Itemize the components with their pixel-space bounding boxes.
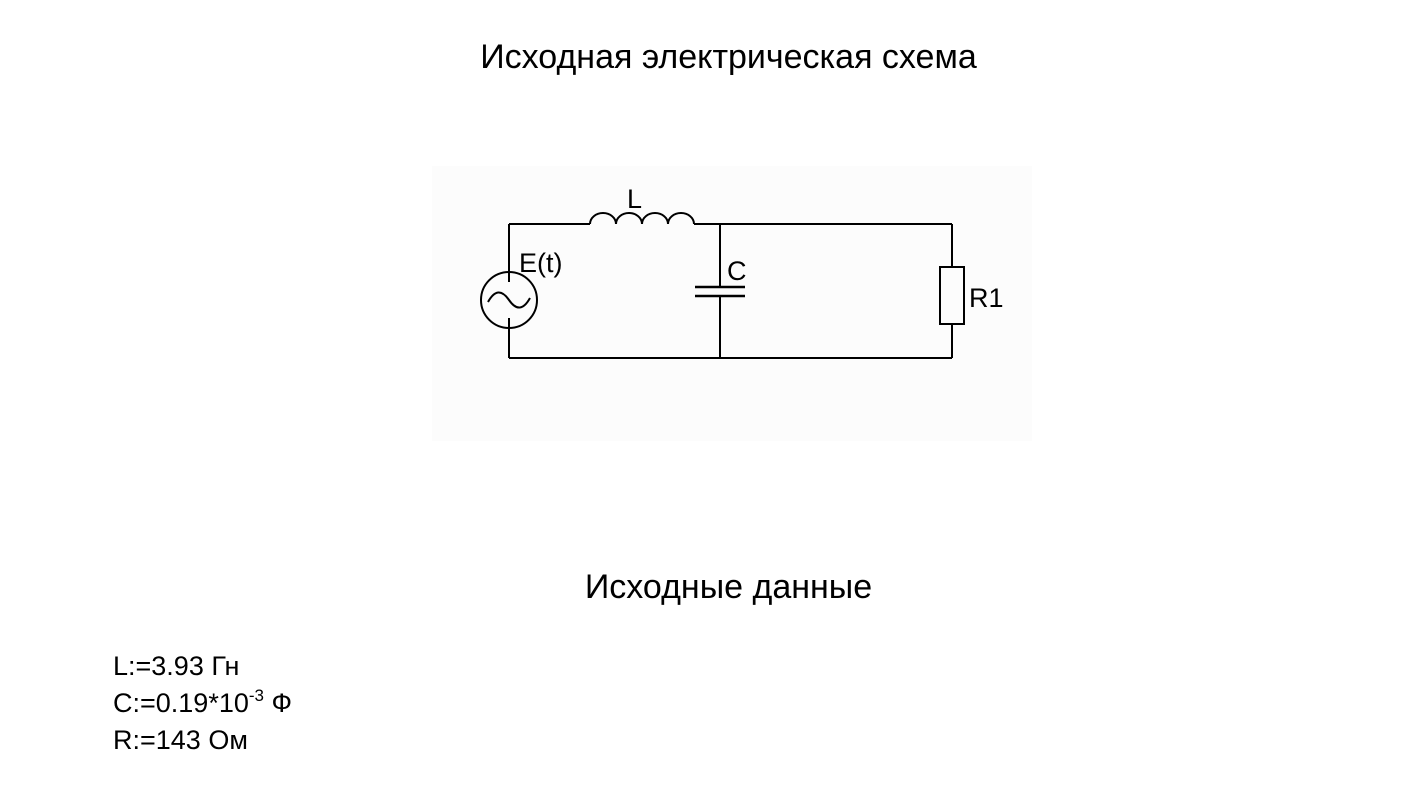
inductor-coil xyxy=(589,212,695,225)
capacitance-mantissa: C:=0.19*10 xyxy=(113,688,249,718)
ac-source-circle xyxy=(480,271,538,329)
inductance-value: L:=3.93 Гн xyxy=(113,651,240,681)
capacitance-unit: Ф xyxy=(263,688,293,718)
resistor-label: R1 xyxy=(969,283,1004,313)
circuit-diagram: L E(t) C R1 xyxy=(432,166,1032,441)
diagram-background xyxy=(432,166,1032,441)
inductor-label: L xyxy=(627,184,642,214)
ac-source-sine xyxy=(487,291,531,309)
resistance-value: R:=143 Ом xyxy=(113,725,248,755)
capacitance-value: C:=0.19*10-3 Ф xyxy=(113,685,292,722)
source-label: E(t) xyxy=(519,248,563,278)
capacitor-label: C xyxy=(727,256,747,286)
parameter-list: L:=3.93 Гн C:=0.19*10-3 Ф R:=143 Ом xyxy=(113,648,292,759)
capacitance-exponent: -3 xyxy=(248,686,264,705)
schematic-title: Исходная электрическая схема xyxy=(480,38,977,76)
data-title: Исходные данные xyxy=(584,568,873,606)
